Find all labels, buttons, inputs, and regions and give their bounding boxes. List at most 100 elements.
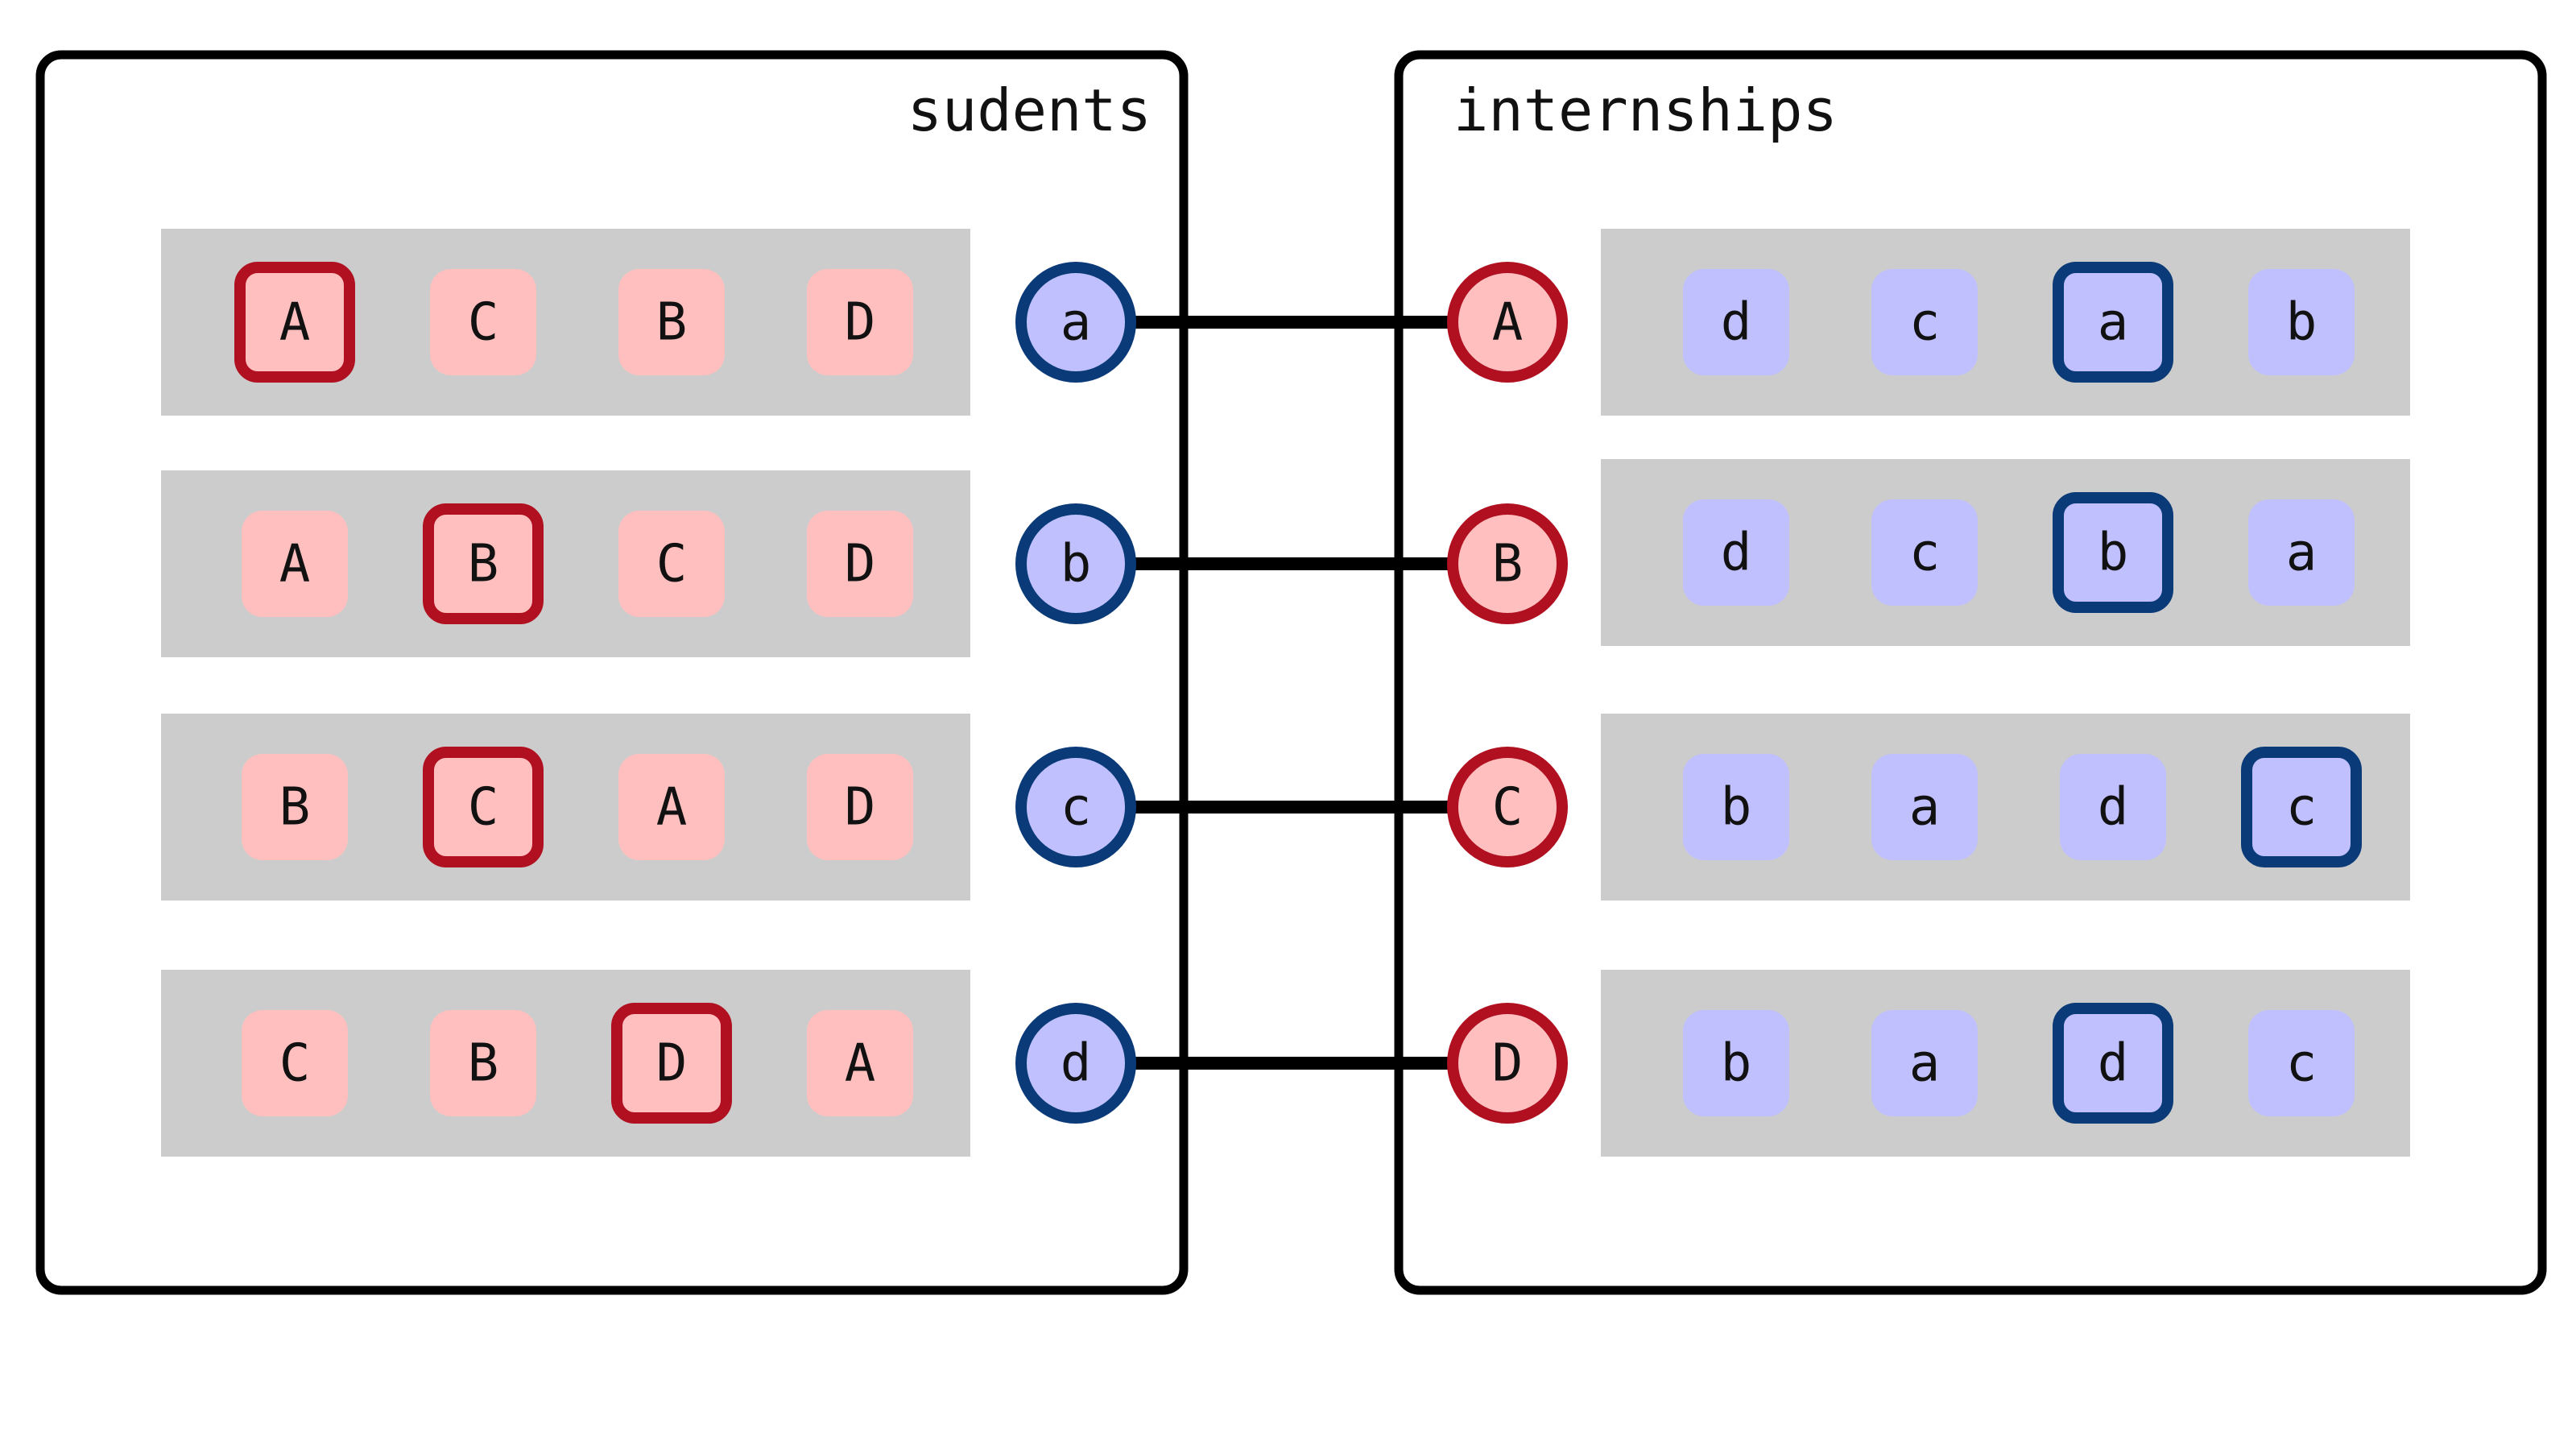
- student-pref-chip-box: [242, 511, 348, 617]
- internship-node-circle: [1447, 262, 1568, 383]
- students-panel-frame: [35, 50, 1189, 1295]
- student-node-circle: [1015, 747, 1136, 867]
- internship-pref-chip: b: [1683, 1010, 1789, 1116]
- internship-pref-chip-label: a: [1909, 1034, 1941, 1094]
- internship-pref-chip: d: [2060, 754, 2166, 860]
- internship-pref-chip-matched: a: [2053, 262, 2173, 383]
- student-node-circle: [1015, 503, 1136, 624]
- internship-pref-chip-matched: c: [2241, 747, 2362, 867]
- internship-pref-chip-box: [1871, 754, 1978, 860]
- internship-pref-chip-box: [2248, 499, 2355, 606]
- internships-panel-title: internships: [1453, 77, 1838, 144]
- internship-node-label: C: [1492, 778, 1524, 838]
- internship-node: A: [1447, 262, 1568, 383]
- student-pref-chip: C: [242, 1010, 348, 1116]
- internship-node-circle: [1447, 503, 1568, 624]
- student-pref-chip-box: [807, 1010, 913, 1116]
- internship-pref-chip-label: d: [1721, 524, 1752, 583]
- internship-node-label: D: [1492, 1034, 1524, 1094]
- student-pref-chip: D: [807, 269, 913, 375]
- internship-pref-chip: b: [1683, 754, 1789, 860]
- student-pref-chip-matched: D: [611, 1003, 732, 1124]
- student-pref-chip-box: [430, 269, 536, 375]
- student-node-label: c: [1061, 778, 1092, 838]
- internship-pref-chip: a: [2248, 499, 2355, 606]
- student-pref-chip-matched: B: [423, 503, 544, 624]
- internship-pref-chip-box: [1683, 1010, 1789, 1116]
- student-pref-chip-box: [242, 1010, 348, 1116]
- student-node-circle: [1015, 262, 1136, 383]
- internship-pref-chip-label: a: [2098, 293, 2129, 353]
- student-pref-chip-label: D: [845, 778, 876, 838]
- internship-pref-chip: a: [1871, 1010, 1978, 1116]
- internship-pref-chip-box: [1871, 499, 1978, 606]
- internship-pref-chip-label: c: [2286, 1034, 2318, 1094]
- internship-node-circle: [1447, 1003, 1568, 1124]
- student-pref-chip-label: D: [656, 1034, 688, 1094]
- student-pref-chip-box: [618, 511, 725, 617]
- student-pref-chip-label: B: [468, 535, 499, 594]
- student-pref-chip-box: [242, 754, 348, 860]
- internship-pref-chip: c: [1871, 499, 1978, 606]
- internship-pref-chip: b: [2248, 269, 2355, 375]
- student-node-label: d: [1061, 1034, 1092, 1094]
- internship-node: B: [1447, 503, 1568, 624]
- student-pref-chip-box: [807, 511, 913, 617]
- internship-pref-chip-label: c: [1909, 524, 1941, 583]
- internship-pref-chip-box: [2241, 747, 2362, 867]
- internship-pref-chip: c: [2248, 1010, 2355, 1116]
- internship-pref-chip-label: c: [1909, 293, 1941, 353]
- internship-pref-chip: d: [1683, 499, 1789, 606]
- student-pref-chip-label: C: [468, 778, 499, 838]
- student-node-label: a: [1061, 293, 1092, 353]
- internship-pref-chip-label: b: [2286, 293, 2318, 353]
- internship-pref-chip-box: [2053, 262, 2173, 383]
- student-pref-chip-label: B: [468, 1034, 499, 1094]
- student-pref-chip-label: A: [279, 293, 311, 353]
- student-pref-chip-box: [807, 754, 913, 860]
- internship-node: C: [1447, 747, 1568, 867]
- student-pref-chip-box: [611, 1003, 732, 1124]
- internship-node-circle: [1447, 747, 1568, 867]
- internship-pref-chip-box: [1683, 754, 1789, 860]
- internship-pref-chip-matched: b: [2053, 492, 2173, 613]
- student-pref-chip-box: [618, 269, 725, 375]
- student-node: a: [1015, 262, 1136, 383]
- student-pref-chip: B: [242, 754, 348, 860]
- internship-pref-chip: c: [1871, 269, 1978, 375]
- internship-pref-chip-label: d: [2098, 778, 2129, 838]
- internship-pref-chip-box: [1871, 1010, 1978, 1116]
- internship-pref-chip-label: d: [1721, 293, 1752, 353]
- internship-pref-chip-box: [2248, 269, 2355, 375]
- internship-pref-chip-box: [1683, 269, 1789, 375]
- student-pref-chip-label: B: [279, 778, 311, 838]
- internship-pref-chip-box: [1683, 499, 1789, 606]
- student-node: c: [1015, 747, 1136, 867]
- internship-node-label: B: [1492, 535, 1524, 594]
- internship-pref-chip-label: a: [1909, 778, 1941, 838]
- internship-pref-chip-label: b: [1721, 778, 1752, 838]
- student-pref-chip-label: C: [468, 293, 499, 353]
- internship-pref-chip-box: [2053, 492, 2173, 613]
- student-pref-chip-matched: C: [423, 747, 544, 867]
- students-panel-title: sudents: [908, 77, 1152, 144]
- internship-pref-chip: a: [1871, 754, 1978, 860]
- student-pref-chip-label: C: [279, 1034, 311, 1094]
- student-pref-chip-label: D: [845, 293, 876, 353]
- student-node: d: [1015, 1003, 1136, 1124]
- student-pref-chip-label: C: [656, 535, 688, 594]
- student-pref-chip: D: [807, 754, 913, 860]
- student-node-circle: [1015, 1003, 1136, 1124]
- internship-pref-chip-label: b: [1721, 1034, 1752, 1094]
